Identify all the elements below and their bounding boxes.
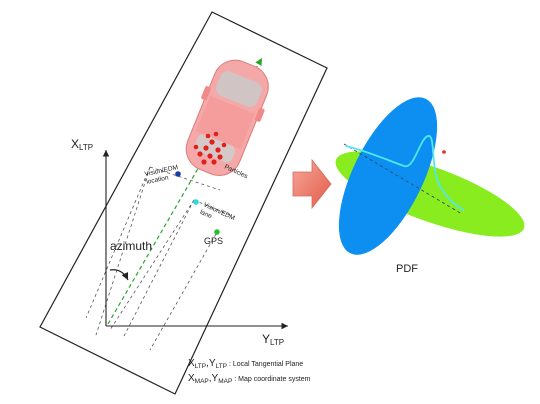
y-ltp-label: YLTP xyxy=(262,332,284,347)
map-frame xyxy=(39,11,328,395)
legend: XLTP,YLTP : Local Tangential Plane XMAP,… xyxy=(188,358,311,385)
vision-location-dot xyxy=(175,171,181,177)
gps-dot xyxy=(214,229,220,235)
vision-lane-dot xyxy=(193,199,199,205)
pdf-visualization xyxy=(335,97,525,255)
guide-lines xyxy=(85,166,231,351)
pdf-density-curve xyxy=(345,135,465,211)
legend-line-ltp: XLTP,YLTP : Local Tangential Plane xyxy=(188,358,303,370)
azimuth-arc xyxy=(109,269,129,281)
gps-label: GPS xyxy=(204,236,223,246)
vision-lane-label: Vision/EDM lane xyxy=(199,201,236,222)
svg-text:lane: lane xyxy=(199,209,213,221)
particles-cluster xyxy=(193,131,227,165)
pdf-label: PDF xyxy=(396,263,418,275)
transition-arrow xyxy=(292,158,332,210)
pdf-blue-ellipse xyxy=(338,97,438,255)
legend-line-map: XMAP,YMAP : Map coordinate system xyxy=(188,373,311,385)
pdf-outlier-dot xyxy=(442,150,446,154)
svg-text:location: location xyxy=(146,174,170,186)
pdf-axis-dashed xyxy=(343,143,463,215)
heading-line xyxy=(107,57,263,325)
x-ltp-label: XLTP xyxy=(71,137,93,152)
azimuth-label: azimuth xyxy=(110,239,152,253)
